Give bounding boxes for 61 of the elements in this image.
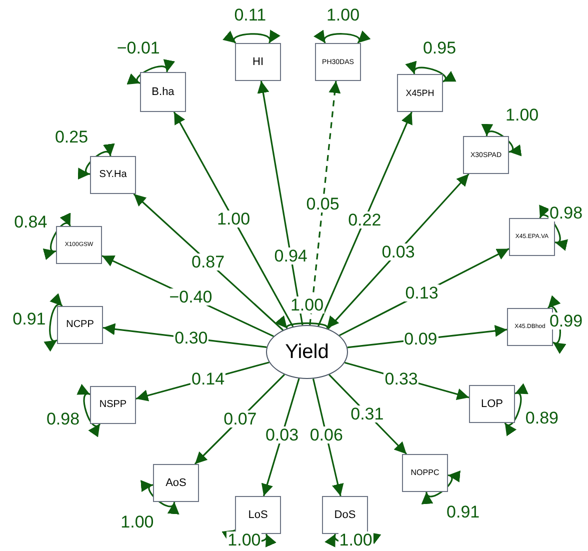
edge-label: 0.98 <box>548 204 584 221</box>
edge-label: 0.03 <box>380 243 416 260</box>
edge-label: 1.00 <box>216 210 252 228</box>
variance-arrow <box>484 122 522 154</box>
variance-arrow <box>224 30 278 44</box>
variance-arrow <box>140 482 176 516</box>
variance-arrow <box>316 30 370 44</box>
variance-arrow <box>504 386 528 436</box>
edge-label: 0.99 <box>548 312 584 330</box>
edge-label: 0.89 <box>524 410 560 427</box>
variable-box: HI <box>235 43 281 81</box>
variable-box: LoS <box>235 496 281 534</box>
edge-label: 0.98 <box>45 410 81 428</box>
variable-box: NSPP <box>90 386 136 424</box>
path-arrow <box>257 80 304 326</box>
path-arrow <box>309 80 341 326</box>
edge-label: −0.40 <box>168 288 214 306</box>
edge-label: 0.14 <box>190 370 226 388</box>
edge-label: −0.01 <box>116 39 161 56</box>
variance-arrow <box>44 212 71 258</box>
edge-label: 0.07 <box>222 410 258 428</box>
edge-label: 0.31 <box>350 405 385 422</box>
edge-label: 1.00 <box>120 513 155 530</box>
edge-label: 0.22 <box>347 211 382 228</box>
path-arrow <box>133 193 284 331</box>
variable-ellipse: Yield <box>266 325 348 379</box>
edge-label: 0.91 <box>446 504 481 521</box>
edge-label: 0.06 <box>308 426 344 444</box>
edge-label: 0.11 <box>233 6 268 24</box>
edge-label: 0.84 <box>13 214 48 231</box>
edge-label: 0.30 <box>174 330 209 347</box>
edge-label: 0.05 <box>305 196 340 213</box>
variance-arrow <box>408 62 456 82</box>
edge-label: 0.94 <box>273 248 308 265</box>
edge-label: 0.03 <box>264 426 300 444</box>
variance-arrow <box>77 386 100 436</box>
edge-label: 1.00 <box>289 296 325 314</box>
edge-label: 0.09 <box>403 330 438 348</box>
variable-box: AoS <box>153 464 199 502</box>
variance-arrow <box>126 60 172 84</box>
variable-box: NCPP <box>57 306 103 344</box>
edge-label: 0.25 <box>54 128 90 146</box>
edge-label: 0.33 <box>384 370 419 388</box>
path-arrow <box>318 112 412 326</box>
edge-label: 0.87 <box>190 253 226 270</box>
edge-label: 1.00 <box>226 532 262 548</box>
variable-box: X45PH <box>397 74 443 112</box>
variable-box: DoS <box>322 496 368 534</box>
variance-arrow <box>424 473 462 506</box>
edge-label: 0.91 <box>12 310 47 328</box>
edge-label: 1.00 <box>338 532 374 548</box>
variable-box: SY.Ha <box>90 156 136 194</box>
variable-box: LOP <box>469 385 515 423</box>
edge-label: 0.95 <box>422 40 458 57</box>
edge-label: 0.13 <box>404 284 440 302</box>
edge-label: 1.00 <box>504 106 540 124</box>
edge-label: 1.00 <box>325 6 361 24</box>
variable-box: B.ha <box>140 72 186 112</box>
path-arrow <box>327 173 470 330</box>
variance-arrow <box>44 294 63 350</box>
variable-box: NOPPC <box>402 454 448 492</box>
